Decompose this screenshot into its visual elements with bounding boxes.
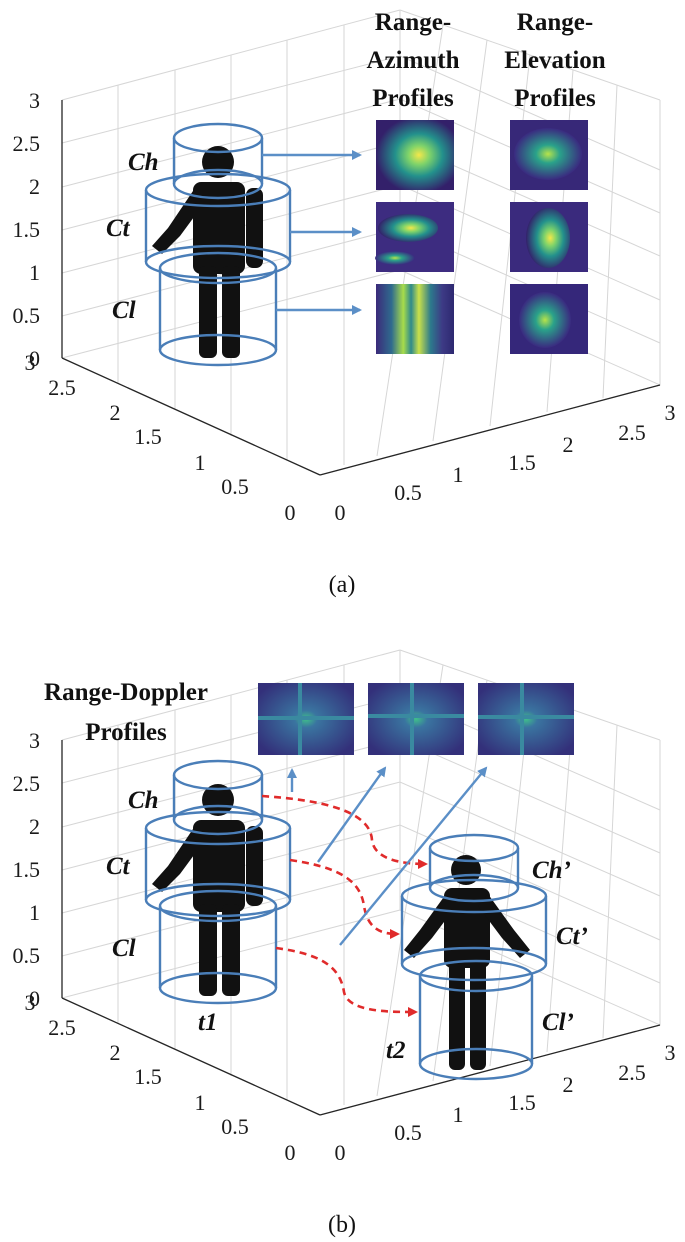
arrow-cl-to-doppler <box>339 766 488 946</box>
cylinder-cl-t1 <box>158 889 278 1005</box>
left-tick: 2 <box>110 400 121 425</box>
cylinder-ct-t1 <box>144 810 292 918</box>
heatmap-azimuth-ch <box>376 120 454 190</box>
left-tick: 1.5 <box>134 1064 162 1089</box>
right-tick: 1.5 <box>508 1090 536 1115</box>
panel-a-headings: Range- Azimuth Profiles Range- Elevation… <box>366 9 605 112</box>
heading-elevation-line1: Range- <box>517 9 593 36</box>
right-tick: 2 <box>563 432 574 457</box>
panel-b-right-axis <box>319 1024 661 1116</box>
heatmap-doppler-1 <box>258 683 354 755</box>
left-tick: 3 <box>25 990 36 1015</box>
z-tick: 0 <box>29 986 40 1011</box>
panel-a-left-axis <box>61 357 321 476</box>
right-tick: 0 <box>335 500 346 525</box>
right-tick: 1 <box>453 1102 464 1127</box>
panel-a-right-ticks: 0 0.5 1 1.5 2 2.5 3 <box>335 400 676 525</box>
cylinder-ch-t2 <box>428 833 520 903</box>
z-tick: 1.5 <box>13 217 41 242</box>
z-tick: 1 <box>29 260 40 285</box>
heatmap-azimuth-ct <box>375 202 454 272</box>
heading-doppler-line1: Range-Doppler <box>44 679 208 706</box>
right-tick: 0 <box>335 1140 346 1165</box>
panel-b-right-ticks: 0 0.5 1 1.5 2 2.5 3 <box>335 1040 676 1165</box>
heatmap-doppler-3 <box>478 683 574 755</box>
label-ch-t1: Ch <box>128 787 159 814</box>
z-tick: 2 <box>29 814 40 839</box>
z-tick: 2.5 <box>13 131 41 156</box>
left-tick: 2.5 <box>48 1015 76 1040</box>
panel-a-left-ticks: 0 0.5 1 1.5 2 2.5 3 <box>25 350 296 525</box>
left-tick: 0 <box>285 1140 296 1165</box>
label-ch: Ch <box>128 149 159 176</box>
caption-b: (b) <box>328 1212 356 1238</box>
label-cl-t2: Cl’ <box>542 1009 574 1036</box>
left-tick: 0 <box>285 500 296 525</box>
right-tick: 0.5 <box>394 1120 422 1145</box>
z-tick: 0 <box>29 346 40 371</box>
heading-doppler-line2: Profiles <box>85 719 167 746</box>
panel-b: 0 0.5 1 1.5 2 2.5 3 0 0.5 1 1.5 2 2.5 3 … <box>13 649 676 1238</box>
right-tick: 2 <box>563 1072 574 1097</box>
left-tick: 1 <box>195 450 206 475</box>
heatmap-azimuth-cl <box>376 284 454 354</box>
heading-azimuth-line1: Range- <box>375 9 451 36</box>
z-tick: 1.5 <box>13 857 41 882</box>
left-tick: 0.5 <box>221 1114 249 1139</box>
arrow-ct-to-doppler <box>317 766 387 863</box>
right-tick: 3 <box>665 400 676 425</box>
left-tick: 2.5 <box>48 375 76 400</box>
label-ct-t2: Ct’ <box>556 923 588 950</box>
panel-a: 0 0.5 1 1.5 2 2.5 3 0 0.5 1 1.5 2 2.5 3 … <box>13 9 676 598</box>
heatmap-elevation-cl <box>510 284 588 354</box>
trajectory-ct <box>289 858 400 939</box>
right-tick: 2.5 <box>618 1060 646 1085</box>
left-tick: 3 <box>25 350 36 375</box>
z-tick: 1 <box>29 900 40 925</box>
panel-b-left-ticks: 0 0.5 1 1.5 2 2.5 3 <box>25 990 296 1165</box>
label-t1: t1 <box>198 1009 217 1036</box>
cylinder-ct <box>144 172 292 280</box>
left-tick: 1 <box>195 1090 206 1115</box>
left-tick: 1.5 <box>134 424 162 449</box>
label-ch-t2: Ch’ <box>532 857 571 884</box>
label-t2: t2 <box>386 1037 405 1064</box>
z-tick: 0.5 <box>13 303 41 328</box>
z-tick: 3 <box>29 728 40 753</box>
heatmap-doppler-2 <box>368 683 464 755</box>
z-tick: 2.5 <box>13 771 41 796</box>
right-tick: 1 <box>453 462 464 487</box>
heading-elevation-line3: Profiles <box>514 85 596 112</box>
z-tick: 3 <box>29 88 40 113</box>
cylinder-ch-t1 <box>172 759 264 836</box>
right-tick: 3 <box>665 1040 676 1065</box>
panel-a-z-ticks: 0 0.5 1 1.5 2 2.5 3 <box>13 88 41 371</box>
heatmap-elevation-ch <box>510 120 588 190</box>
right-tick: 1.5 <box>508 450 536 475</box>
cylinder-cl-t2 <box>418 959 534 1081</box>
right-tick: 0.5 <box>394 480 422 505</box>
label-cl: Cl <box>112 297 136 324</box>
z-tick: 0.5 <box>13 943 41 968</box>
panel-b-z-ticks: 0 0.5 1 1.5 2 2.5 3 <box>13 728 41 1011</box>
panel-a-right-axis <box>319 384 661 476</box>
heading-elevation-line2: Elevation <box>504 47 605 74</box>
label-ct: Ct <box>106 215 131 242</box>
panel-b-left-axis <box>61 997 321 1116</box>
label-ct-t1: Ct <box>106 853 131 880</box>
heading-azimuth-line2: Azimuth <box>366 47 459 74</box>
trajectory-cl <box>275 946 418 1017</box>
label-cl-t1: Cl <box>112 935 136 962</box>
left-tick: 0.5 <box>221 474 249 499</box>
person-t2-silhouette-icon <box>404 855 530 1070</box>
z-tick: 2 <box>29 174 40 199</box>
cylinder-ct-t2 <box>400 878 548 982</box>
heatmap-elevation-ct <box>510 202 588 272</box>
left-tick: 2 <box>110 1040 121 1065</box>
trajectory-ch <box>261 794 428 869</box>
heading-azimuth-line3: Profiles <box>372 85 454 112</box>
caption-a: (a) <box>329 572 356 598</box>
right-tick: 2.5 <box>618 420 646 445</box>
